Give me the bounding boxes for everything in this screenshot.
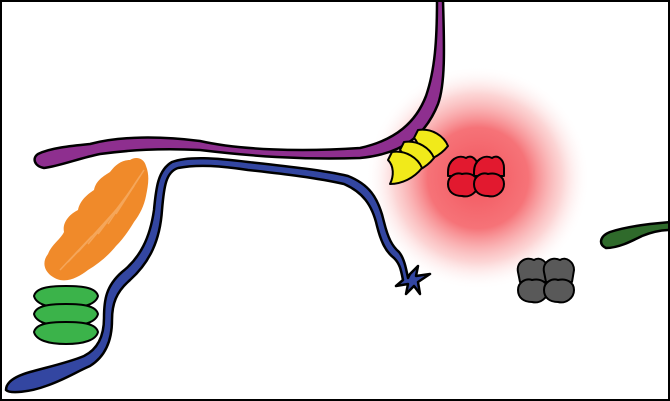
purple-curved-strand-icon — [33, 2, 446, 170]
yellow-crescent — [387, 150, 423, 185]
gray-lobe — [543, 278, 575, 304]
blue-wavy-strand-icon — [4, 156, 432, 394]
red-lobe — [473, 172, 505, 198]
green-stacked-discs-icon — [33, 285, 99, 345]
dark-green-strand-stub-icon — [599, 220, 668, 250]
yellow-crescent-group-icon — [387, 128, 449, 185]
green-disc — [33, 321, 99, 345]
orange-feathery-cluster-icon — [44, 158, 149, 281]
red-lobe — [473, 155, 505, 177]
red-cluster-icon — [447, 155, 505, 198]
gray-lobe — [542, 257, 575, 283]
orange-feathery-shape — [44, 158, 149, 281]
gray-cluster-icon — [516, 257, 575, 304]
